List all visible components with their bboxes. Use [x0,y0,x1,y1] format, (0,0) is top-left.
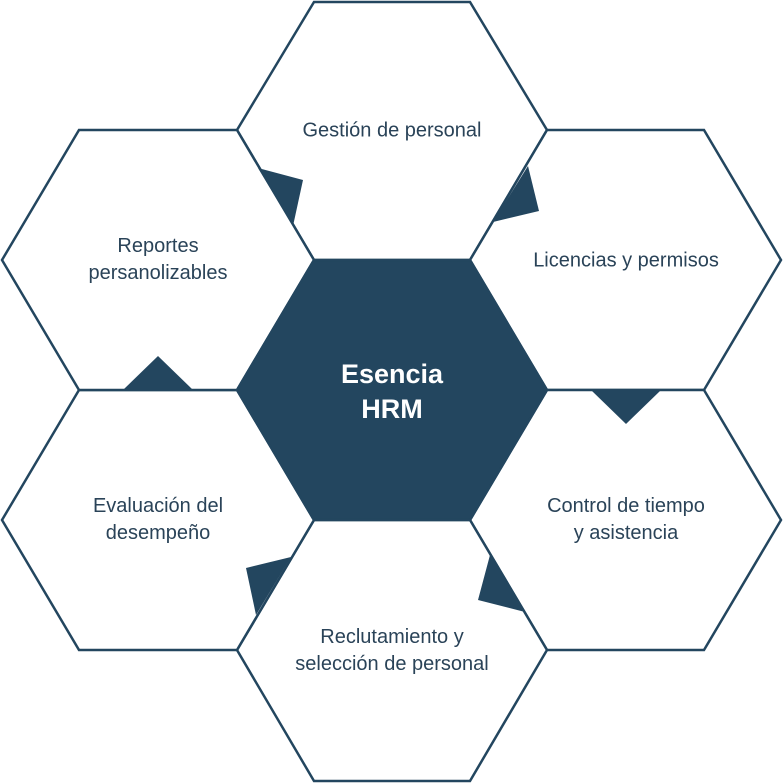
module-label-upper-right: Licencias y permisos [533,248,719,275]
module-label-bottom-line2: selección de personal [295,653,489,675]
module-label-lower-right: Control de tiempo y asistencia [547,493,705,547]
module-label-bottom: Reclutamiento y selección de personal [295,624,488,678]
module-label-upper-left-line1: Reportes [117,235,199,257]
connector-arrow-left [124,356,192,389]
connector-arrow-right [592,391,660,424]
module-label-lower-left: Evaluación del desempeño [93,493,223,547]
hexagon-center [235,258,549,522]
module-label-bottom-line1: Reclutamiento y [320,626,464,648]
module-label-upper-left: Reportes persanolizables [89,233,228,287]
module-label-lower-right-line1: Control de tiempo [547,495,705,517]
module-label-lower-left-line1: Evaluación del [92,495,224,517]
connector-arrow-top-left [258,168,303,226]
center-label-line2: HRM [361,394,423,424]
connector-arrow-bottom-left [246,557,291,615]
module-label-top-line1: Gestión de personal [302,119,482,142]
module-label-upper-right-line1: Licencias y permisos [533,249,719,272]
connector-arrow-top-right [493,166,539,222]
module-label-lower-right-line2: y asistencia [573,522,679,544]
module-label-top: Gestión de personal [302,118,481,145]
center-label: Esencia HRM [341,357,443,427]
module-label-lower-left-line2: desempeño [105,522,211,544]
connector-arrow-bottom-right [478,555,525,612]
center-label-line1: Esencia [340,359,444,389]
module-label-upper-left-line2: persanolizables [88,262,228,284]
